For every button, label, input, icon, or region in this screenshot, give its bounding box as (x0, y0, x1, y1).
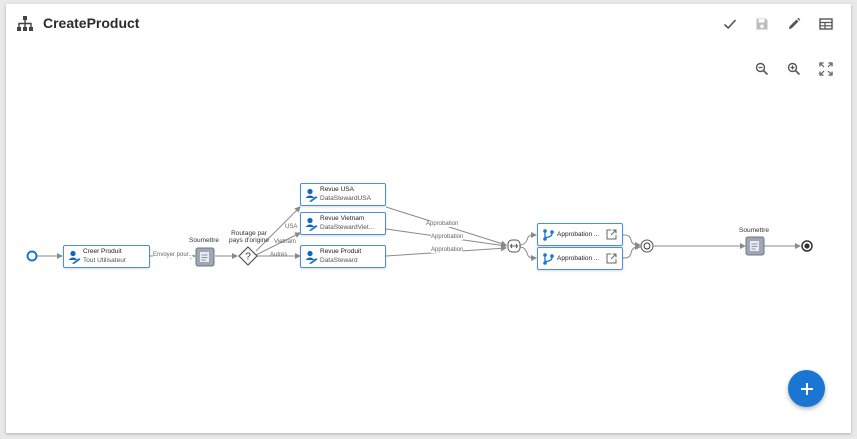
submit-task-2[interactable] (745, 236, 765, 256)
edge-label-vietnam: Vietnam (274, 239, 296, 245)
edge-approval-1-merge (622, 234, 641, 248)
task-title: Revue Produit (320, 248, 362, 255)
table-icon (819, 18, 833, 30)
table-view-button[interactable] (815, 13, 837, 35)
task-assignee: DataStewardViet... (320, 224, 375, 231)
sitemap-icon (17, 16, 33, 31)
user-task-icon (305, 217, 318, 231)
routing-label-line-2: pays d'origine (229, 237, 269, 244)
task-title: Revue Vietnam (320, 215, 365, 222)
task-review-usa[interactable]: Revue USA DataStewardUSA (300, 183, 386, 206)
edge-label-approbation-3: Approbation (431, 247, 464, 253)
submit-2-label: Soumettre (739, 227, 769, 234)
validate-button[interactable] (719, 13, 741, 35)
start-event[interactable] (26, 250, 38, 262)
edge-label-approbation-1: Approbation (426, 221, 459, 227)
user-task-icon (68, 250, 81, 264)
add-button[interactable] (788, 370, 825, 407)
zoom-in-button[interactable] (783, 58, 805, 80)
send-for-edge-label: Envoyer pour... (153, 252, 194, 258)
edge-approval-2-merge (622, 244, 641, 259)
open-external-icon[interactable] (606, 253, 617, 264)
fit-to-screen-button[interactable] (815, 58, 837, 80)
task-title: Creer Produit (83, 248, 122, 255)
edge-label-others: Autres (270, 252, 288, 258)
user-task-icon (305, 250, 318, 264)
workflow-diagram: ? (6, 4, 851, 433)
task-review-product[interactable]: Revue Produit DataSteward (300, 245, 386, 268)
task-assignee: DataStewardUSA (320, 195, 371, 202)
edge-join-approval-1 (519, 232, 537, 246)
end-event[interactable] (801, 240, 813, 252)
task-assignee: DataSteward (320, 257, 358, 264)
subprocess-title: Approbation ... (557, 255, 600, 262)
task-review-vietnam[interactable]: Revue Vietnam DataStewardViet... (300, 212, 386, 235)
merge-gateway[interactable] (640, 239, 654, 253)
edge-label-usa: USA (285, 224, 298, 230)
edge-routing-vietnam (255, 232, 301, 256)
submit-1-label: Soumettre (189, 237, 219, 244)
connectors-layer: ? (26, 206, 813, 267)
edit-icon (789, 17, 801, 29)
zoom-in-icon (787, 62, 801, 76)
workflow-editor-panel: CreateProduct (6, 4, 851, 433)
edge-join-approval-2 (519, 246, 537, 261)
save-button[interactable] (751, 13, 773, 35)
task-title: Revue USA (320, 186, 354, 193)
edit-button[interactable] (783, 13, 805, 35)
subprocess-branch-icon (543, 229, 554, 241)
check-icon (723, 19, 737, 30)
submit-task-1[interactable] (195, 247, 215, 267)
edge-routing-usa (255, 206, 301, 252)
subprocess-branch-icon (543, 253, 554, 265)
routing-label-line-1: Routage par (231, 230, 267, 237)
save-icon (756, 18, 768, 30)
subprocess-title: Approbation ... (557, 231, 600, 238)
zoom-out-icon (755, 62, 769, 76)
fit-screen-icon (819, 62, 833, 76)
user-task-icon (305, 188, 318, 202)
svg-text:?: ? (245, 252, 251, 263)
subprocess-approval-2[interactable]: Approbation ... (537, 247, 623, 270)
routing-gateway-label: Routage par pays d'origine (229, 230, 269, 244)
routing-gateway[interactable]: ? (238, 246, 258, 266)
header-bar: CreateProduct (6, 4, 851, 44)
page-title: CreateProduct (43, 15, 140, 31)
open-external-icon[interactable] (606, 229, 617, 240)
edge-label-approbation-2: Approbation (431, 234, 464, 240)
task-assignee: Tout Utilisateur (83, 257, 126, 264)
zoom-out-button[interactable] (751, 58, 773, 80)
plus-icon (800, 382, 813, 395)
join-gateway[interactable] (507, 239, 521, 253)
task-create-product[interactable]: Creer Produit Tout Utilisateur (63, 245, 150, 268)
subprocess-approval-1[interactable]: Approbation ... (537, 223, 623, 246)
